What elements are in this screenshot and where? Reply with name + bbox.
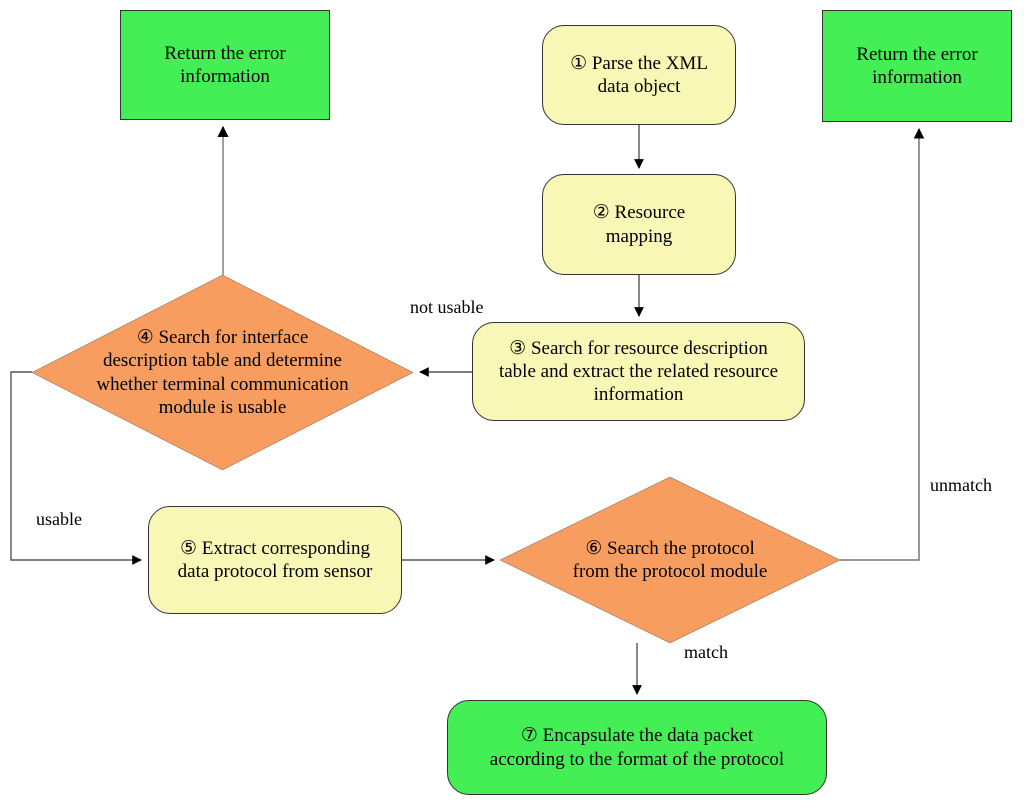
node-encapsulate-packet[interactable]: ⑦ Encapsulate the data packet according … <box>447 700 827 795</box>
node-label: ③ Search for resource description table … <box>498 337 779 406</box>
node-label: ① Parse the XML data object <box>570 52 708 97</box>
node-search-interface-table[interactable]: ④ Search for interface description table… <box>32 275 413 470</box>
node-label: ④ Search for interface description table… <box>96 327 349 418</box>
node-parse-xml[interactable]: ① Parse the XML data object <box>542 25 736 125</box>
node-label: Return the error information <box>164 42 286 87</box>
node-label: ⑥ Search the protocol from the protocol … <box>572 537 768 582</box>
node-return-error-left[interactable]: Return the error information <box>120 10 330 120</box>
node-label: ⑦ Encapsulate the data packet according … <box>489 725 785 770</box>
node-resource-mapping[interactable]: ② Resource mapping <box>542 174 736 275</box>
edge-label-unmatch: unmatch <box>930 475 992 495</box>
edge-search-protocol-to-return-error-right <box>840 127 925 561</box>
node-label: ② Resource mapping <box>592 202 686 247</box>
edge-label-match: match <box>684 642 728 662</box>
edge-label-not-usable: not usable <box>410 297 484 317</box>
node-label: Return the error information <box>856 43 978 88</box>
node-label: ⑤ Extract corresponding data protocol fr… <box>177 537 373 582</box>
edge-label-usable: usable <box>36 509 82 529</box>
node-search-resource-table[interactable]: ③ Search for resource description table … <box>472 322 805 421</box>
node-search-protocol[interactable]: ⑥ Search the protocol from the protocol … <box>500 477 840 643</box>
diamond-shape <box>500 477 840 643</box>
node-return-error-right[interactable]: Return the error information <box>822 10 1012 122</box>
node-extract-data-protocol[interactable]: ⑤ Extract corresponding data protocol fr… <box>148 506 402 614</box>
